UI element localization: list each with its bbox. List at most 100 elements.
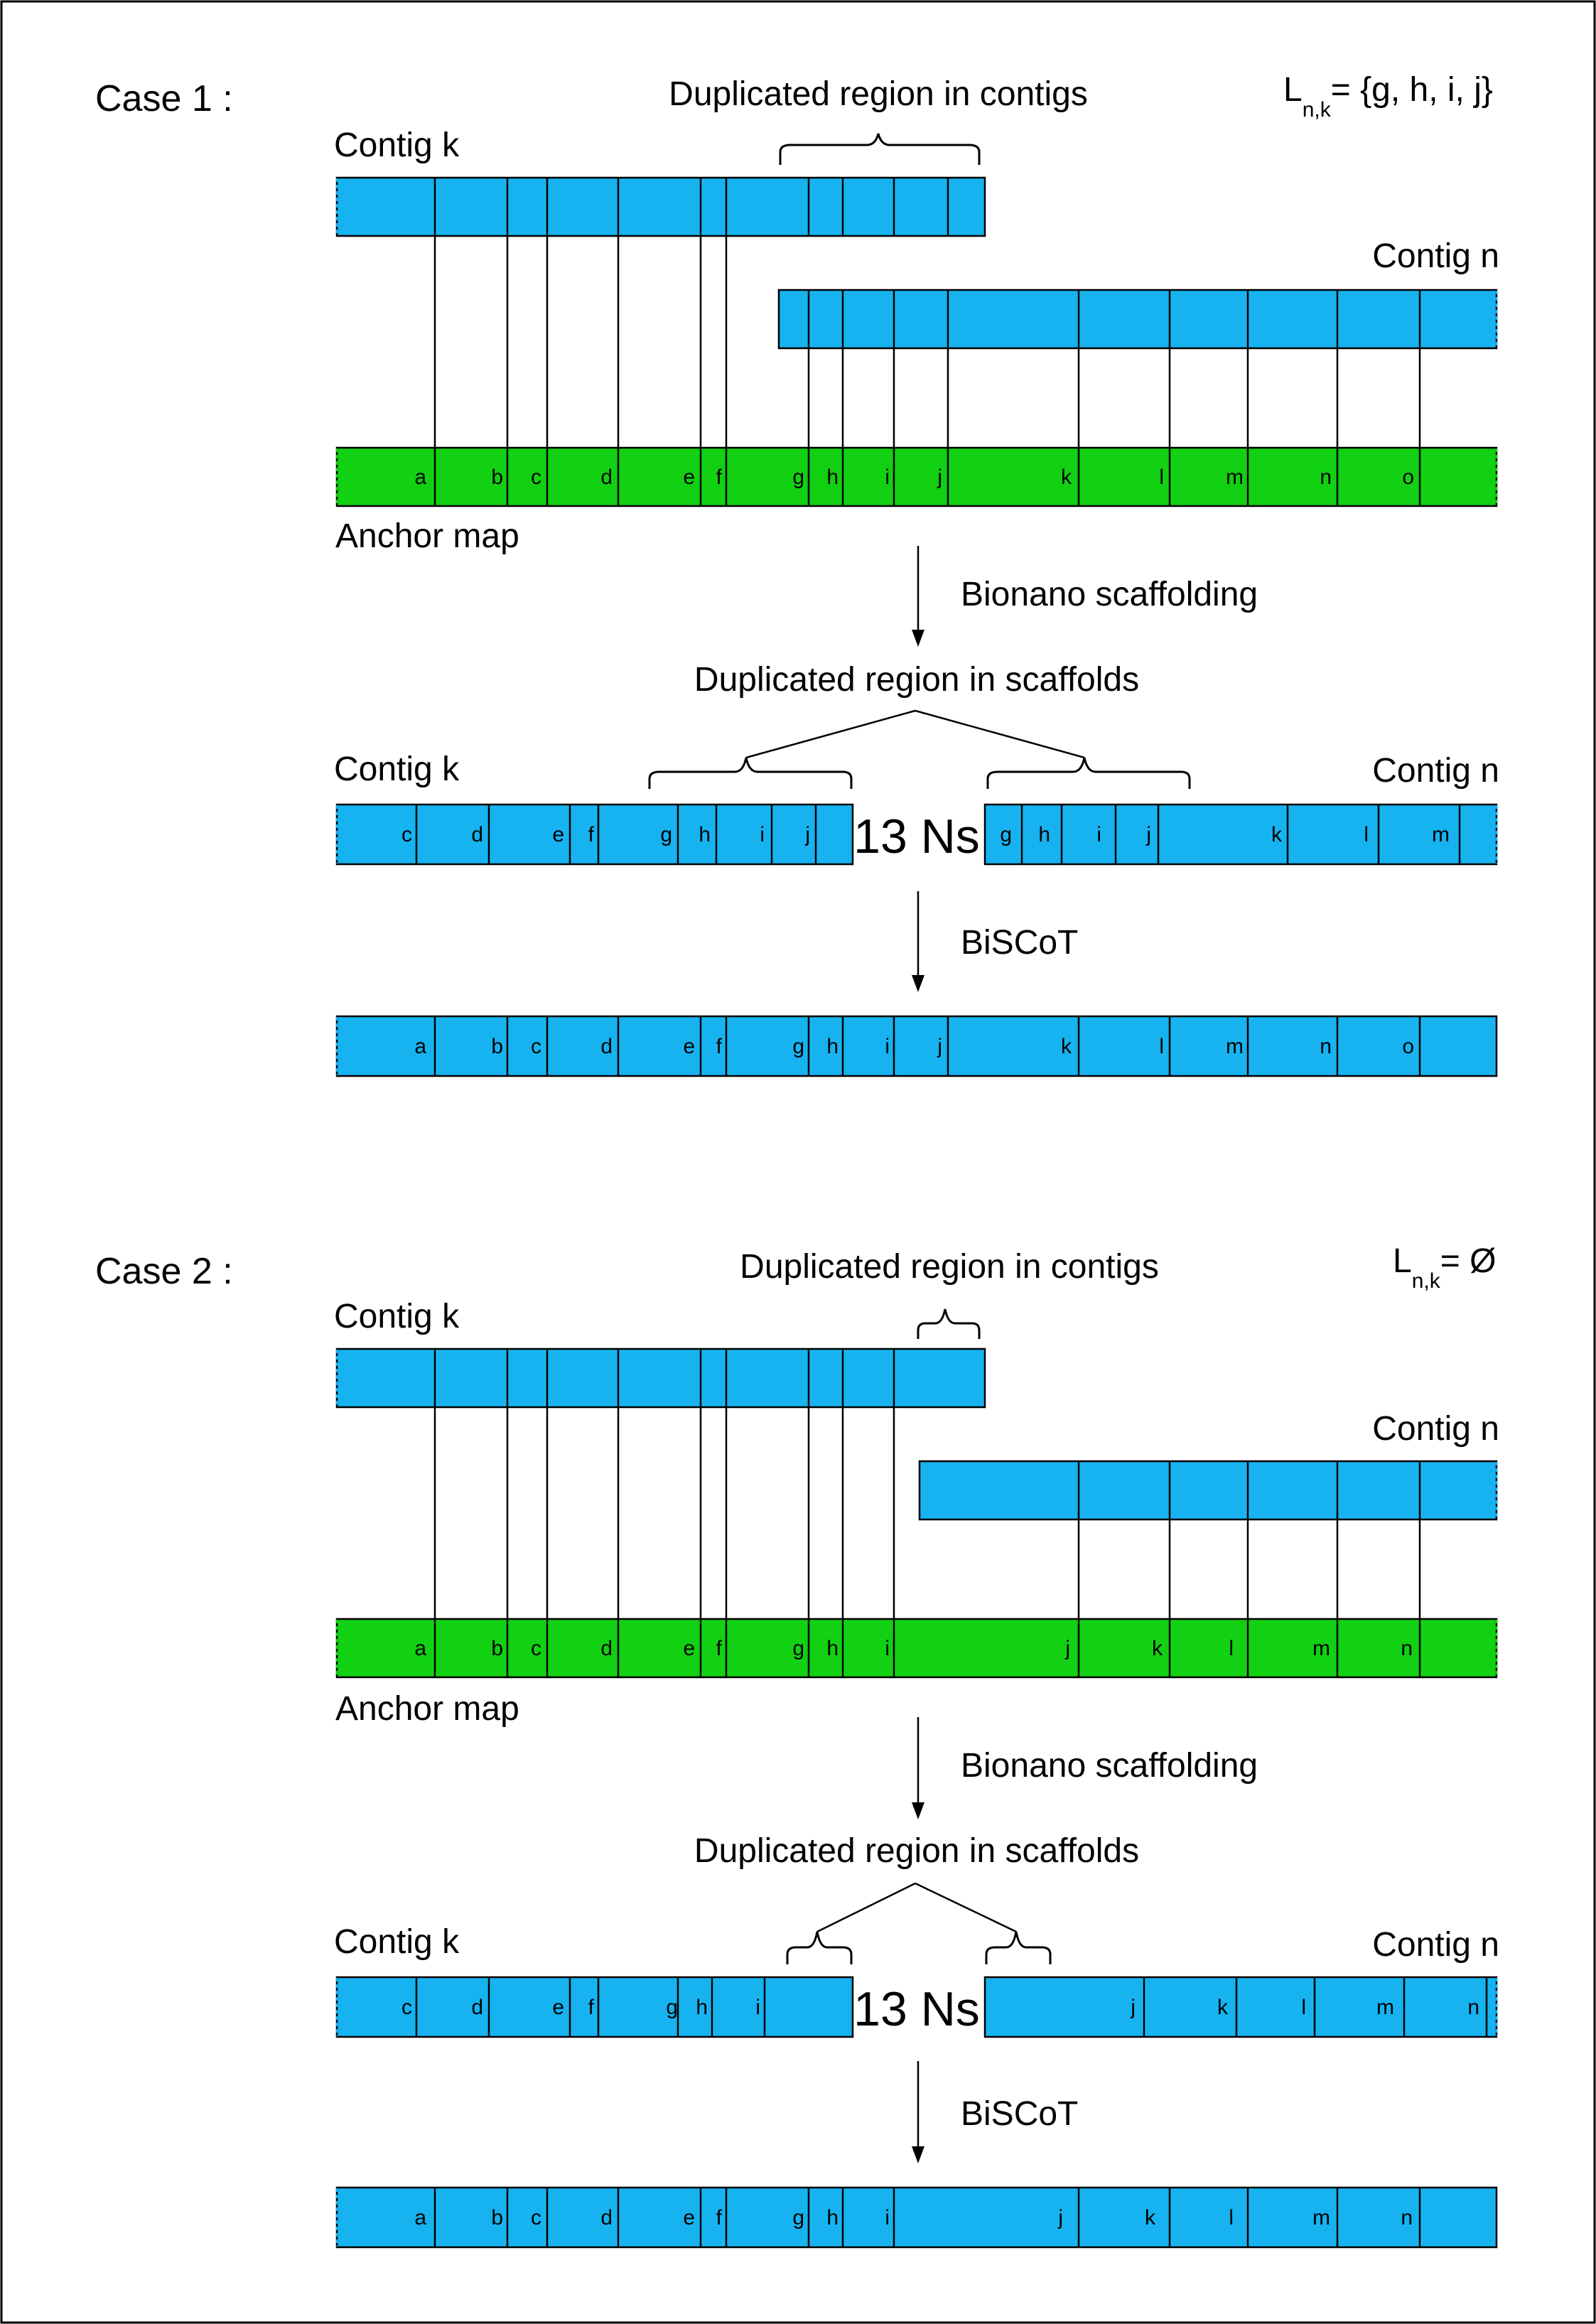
case-1-contig-k-bar xyxy=(335,176,986,237)
case-2-scaffold-k-marker: e xyxy=(552,1996,564,2019)
case-2-result-bar xyxy=(335,2186,1498,2249)
case-1-scaffold-contig-n-label: Contig n xyxy=(1372,752,1499,790)
case-1-result-marker: f xyxy=(716,1035,723,1058)
case-1-dup-contigs-brace xyxy=(779,133,981,165)
case-1-anchor-marker: j xyxy=(937,466,942,489)
case-2-anchor-marker: a xyxy=(414,1637,426,1660)
case-2-scaffold-k-marker: g xyxy=(666,1996,678,2019)
case-1-anchor-map-label: Anchor map xyxy=(335,517,519,555)
case-1-result-marker: k xyxy=(1061,1035,1072,1058)
case-2-anchor-marker: j xyxy=(1064,1637,1070,1660)
case-2-scaffold-n-marker: j xyxy=(1130,1996,1136,2019)
case-1-scaffold-k-marker: c xyxy=(401,823,412,846)
case-2-dup-contigs-brace xyxy=(917,1308,981,1339)
case-2-result-marker: b xyxy=(491,2206,503,2229)
case-2-anchor-map-label: Anchor map xyxy=(335,1690,519,1728)
case-1-scaffold-n-marker: g xyxy=(1000,823,1012,846)
case-1-result-marker: i xyxy=(885,1035,890,1058)
case-1-scaffold-k-marker: j xyxy=(804,823,810,846)
case-2-scaffold-n-marker: m xyxy=(1376,1996,1394,2019)
case-1-result-marker: l xyxy=(1159,1035,1164,1058)
case-1-result-marker: e xyxy=(683,1035,695,1058)
case-2-dup-contigs-label: Duplicated region in contigs xyxy=(740,1248,1159,1286)
case-1-dup-scaffolds-braces xyxy=(648,709,1191,789)
case-2-scaffold-k-marker: c xyxy=(401,1996,412,2019)
case-2-anchor-marker: h xyxy=(826,1637,839,1660)
case-1-scaffold-n-marker: j xyxy=(1145,823,1151,846)
case-1-result-marker: n xyxy=(1320,1035,1332,1058)
case-2-anchor-marker: i xyxy=(885,1637,890,1660)
case-1-anchor-markers: a b c d e f g h i j k l m n o xyxy=(414,466,1414,489)
case-2-anchor-map-bar xyxy=(335,1618,1498,1679)
case-1-contig-n-label: Contig n xyxy=(1372,237,1499,275)
case-1-gap-label: 13 Ns xyxy=(853,809,980,864)
case-2-anchor-markers: a b c d e f g h i j k l m n xyxy=(414,1637,1413,1660)
case-2-scaffold-k-marker: h xyxy=(696,1996,708,2019)
case-1-scaffold-k-marker: e xyxy=(552,823,564,846)
case-2-anchor-marker: b xyxy=(491,1637,503,1660)
case-2-anchor-marker: g xyxy=(792,1637,804,1660)
case-1-result-marker: j xyxy=(937,1035,942,1058)
case-2-anchor-marker: f xyxy=(716,1637,723,1660)
case-1-anchor-marker: e xyxy=(683,466,695,489)
case-2-arrow-biscot xyxy=(912,2061,924,2163)
case-2-dup-scaffolds-label: Duplicated region in scaffolds xyxy=(694,1832,1139,1870)
case-1-scaffold-k-marker: d xyxy=(471,823,483,846)
case-1-title: Case 1 : xyxy=(95,78,233,119)
case-2-scaffold-n-marker: k xyxy=(1217,1996,1229,2019)
case-2-contig-n-label: Contig n xyxy=(1372,1410,1499,1448)
case-2-contig-k-label: Contig k xyxy=(334,1298,460,1335)
case-1-scaffold-n-marker: i xyxy=(1096,823,1101,846)
case-2-result-marker: h xyxy=(826,2206,839,2229)
case-2-arrow-bionano xyxy=(912,1717,924,1819)
case-1-scaffold-n-marker: l xyxy=(1364,823,1369,846)
case-1-anchor-marker: n xyxy=(1320,466,1332,489)
case-2-anchor-marker: m xyxy=(1312,1637,1330,1660)
case-2-anchor-marker: e xyxy=(683,1637,695,1660)
case-1-result-bar xyxy=(335,1015,1498,1077)
case-1-result-marker: h xyxy=(826,1035,839,1058)
case-1-anchor-marker: o xyxy=(1402,466,1414,489)
case-2-scaffold-k-marker: f xyxy=(588,1996,595,2019)
case-1-anchor-marker: g xyxy=(792,466,804,489)
case-2-anchor-marker: k xyxy=(1152,1637,1163,1660)
case-1-anchor-marker: m xyxy=(1226,466,1244,489)
case-1-result-marker: d xyxy=(600,1035,613,1058)
case-2-scaffold-n-marker: l xyxy=(1301,1996,1306,2019)
case-1-anchor-marker: c xyxy=(531,466,541,489)
case-1-scaffold-k-marker: g xyxy=(660,823,672,846)
case-2-anchor-marker: n xyxy=(1401,1637,1413,1660)
case-1-anchor-marker: l xyxy=(1159,466,1164,489)
case-2-set-label: Ln,k= Ø xyxy=(1393,1242,1496,1293)
case-2-title: Case 2 : xyxy=(95,1251,233,1292)
case-1-scaffold-k-marker: h xyxy=(699,823,711,846)
case-1-anchor-marker: h xyxy=(826,466,839,489)
case-1-result-marker: o xyxy=(1402,1035,1414,1058)
case-2-step-biscot-label: BiSCoT xyxy=(961,2095,1078,2133)
case-2-scaffold-contig-n-label: Contig n xyxy=(1372,1926,1499,1964)
case-2-scaffold-k-marker: i xyxy=(755,1996,760,2019)
case-2-result-marker: d xyxy=(600,2206,613,2229)
case-2-result-marker: j xyxy=(1057,2206,1063,2229)
case-1-scaffold-k-marker: i xyxy=(760,823,765,846)
case-2-scaffold-k-marker: d xyxy=(471,1996,483,2019)
case-1-result-marker: b xyxy=(491,1035,503,1058)
case-1-result-marker: c xyxy=(531,1035,541,1058)
case-1-anchor-marker: f xyxy=(716,466,723,489)
case-2-result-marker: a xyxy=(414,2206,426,2229)
case-1-result-marker: g xyxy=(792,1035,804,1058)
case-1-arrow-biscot xyxy=(912,891,924,992)
case-2-dup-scaffolds-braces xyxy=(786,1882,1052,1964)
case-2-result-marker: f xyxy=(716,2206,723,2229)
case-1-anchor-map-bar xyxy=(335,446,1498,507)
case-2-result-markers: a b c d e f g h i j k l m n xyxy=(414,2206,1413,2229)
case-2-result-marker: k xyxy=(1145,2206,1156,2229)
case-2-scaffold-contig-k-label: Contig k xyxy=(334,1923,460,1961)
case-2: Case 2 : Ln,k= Ø Duplicated region in co… xyxy=(95,1242,1499,2249)
case-1-scaffold-contig-k-label: Contig k xyxy=(334,751,460,788)
case-2-result-marker: m xyxy=(1312,2206,1330,2229)
case-1-arrow-bionano xyxy=(912,546,924,647)
case-2-result-marker: n xyxy=(1401,2206,1413,2229)
case-2-scaffold-n-marker: n xyxy=(1467,1996,1479,2019)
